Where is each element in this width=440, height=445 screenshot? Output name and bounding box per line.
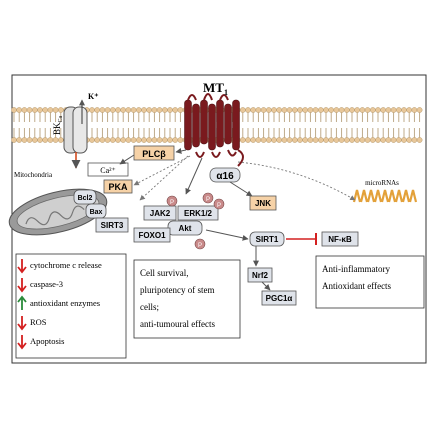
microrna-strand xyxy=(387,189,397,203)
survival-effect-line: Cell survival, xyxy=(140,268,189,278)
pgc1a-label: PGC1α xyxy=(266,294,293,303)
svg-text:P: P xyxy=(170,200,174,206)
survival-effects-box xyxy=(133,259,241,339)
potassium-ion-label: K⁺ xyxy=(88,92,98,101)
down-arrow-icon xyxy=(17,335,27,350)
signaling-arrows xyxy=(119,147,356,291)
microrna-strand xyxy=(401,189,411,203)
effect-text: cytochrome c release xyxy=(30,260,102,270)
mitochondria-label: Mitochondria xyxy=(14,171,53,179)
down-arrow-icon xyxy=(17,316,27,331)
bk-channel xyxy=(63,99,88,169)
survival-effect-line: anti-tumoural effects xyxy=(140,319,216,329)
jak2-node xyxy=(143,205,177,221)
effect-item: Apoptosis xyxy=(17,335,64,350)
akt-label: Akt xyxy=(179,224,192,233)
receptor-label: MT1 xyxy=(203,80,228,97)
jak2-label: JAK2 xyxy=(150,209,171,218)
jnk-node xyxy=(249,195,277,211)
phospho-marker-erk-2: P xyxy=(213,198,225,210)
mito-effects-box xyxy=(15,253,127,359)
effect-text: caspase-3 xyxy=(30,279,63,289)
survival-effect-line: cells; xyxy=(140,302,159,312)
survival-effect-line: pluripotency of stem xyxy=(140,285,214,295)
microrna-strand xyxy=(394,189,404,203)
effect-item: ROS xyxy=(17,316,47,331)
effect-item: caspase-3 xyxy=(17,278,63,293)
pka-node xyxy=(103,179,133,194)
jnk-label: JNK xyxy=(255,199,271,208)
nrf2-label: Nrf2 xyxy=(252,271,269,280)
bcl2-node xyxy=(73,189,97,205)
pgc1a-node xyxy=(261,290,297,306)
phospho-marker-akt: P xyxy=(194,238,206,250)
microrna-graphic xyxy=(352,189,418,203)
mt1-receptor xyxy=(184,93,244,167)
arrow-nrf2-pgc1a xyxy=(261,281,271,291)
nfkb-node xyxy=(321,231,359,247)
sirt1-label: SIRT1 xyxy=(256,235,279,244)
sirt3-label: SIRT3 xyxy=(101,221,124,230)
erk-label: ERK1/2 xyxy=(184,209,213,218)
effect-text: Apoptosis xyxy=(30,336,64,346)
svg-text:P: P xyxy=(198,243,202,249)
calcium-node xyxy=(87,162,129,177)
down-arrow-icon xyxy=(17,259,27,274)
antiinflam-effects-box xyxy=(315,255,425,309)
arrow-akt-sirt1 xyxy=(205,229,249,241)
antiinflam-effect-line: Anti-inflammatory xyxy=(322,264,390,274)
sirt1-node xyxy=(249,231,285,247)
arrow-receptor-plcb xyxy=(175,147,187,154)
microrna-strand xyxy=(408,189,418,203)
alpha16-label: α16 xyxy=(216,171,234,182)
mito-effects-list: cytochrome c release caspase-3 antioxidant… xyxy=(17,259,102,350)
arrow-receptor-mito xyxy=(139,155,189,201)
effect-item: antioxidant enzymes xyxy=(17,295,100,310)
plcb-label: PLCβ xyxy=(142,149,166,159)
alpha16-node xyxy=(209,167,241,183)
cell-membrane xyxy=(11,107,423,143)
svg-text:P: P xyxy=(217,203,221,209)
bcl2-label: Bcl2 xyxy=(78,195,93,202)
effect-item: cytochrome c release xyxy=(17,259,102,274)
microrna-strand xyxy=(373,189,383,203)
sirt3-node xyxy=(95,217,129,233)
phospho-marker-erk-1: P xyxy=(202,192,214,204)
microrna-label: microRNAs xyxy=(365,179,399,187)
erk-node xyxy=(177,205,219,221)
microrna-strand xyxy=(359,189,369,203)
effect-text: antioxidant enzymes xyxy=(30,298,100,308)
bax-label: Bax xyxy=(90,209,103,216)
arrow-receptor-microrna xyxy=(237,161,356,201)
arrow-receptor-pka xyxy=(133,155,191,186)
arrow-plcb-calcium xyxy=(119,154,135,165)
plcb-node xyxy=(133,145,175,161)
foxo1-node xyxy=(133,227,171,243)
nrf2-node xyxy=(247,267,273,283)
effect-text: ROS xyxy=(30,317,47,327)
arrow-receptor-jak2 xyxy=(185,157,203,195)
foxo1-label: FOXO1 xyxy=(138,231,166,240)
phospho-marker-jak2: P xyxy=(166,195,178,207)
pka-label: PKA xyxy=(108,182,128,192)
microrna-strand xyxy=(352,189,362,203)
antiinflam-effect-line: Antioxidant effects xyxy=(322,281,392,291)
svg-text:P: P xyxy=(206,197,210,203)
calcium-label: Ca²⁺ xyxy=(100,166,116,175)
bk-channel-label: BKCa xyxy=(52,115,64,135)
up-arrow-icon xyxy=(17,295,27,310)
microrna-strand xyxy=(380,189,390,203)
nfkb-label: NF-κB xyxy=(328,235,352,244)
arrow-alpha16-jnk xyxy=(229,181,253,197)
survival-effects-list: Cell survival, pluripotency of stem cells;… xyxy=(140,268,216,329)
microrna-strand xyxy=(366,189,376,203)
down-arrow-icon xyxy=(17,278,27,293)
